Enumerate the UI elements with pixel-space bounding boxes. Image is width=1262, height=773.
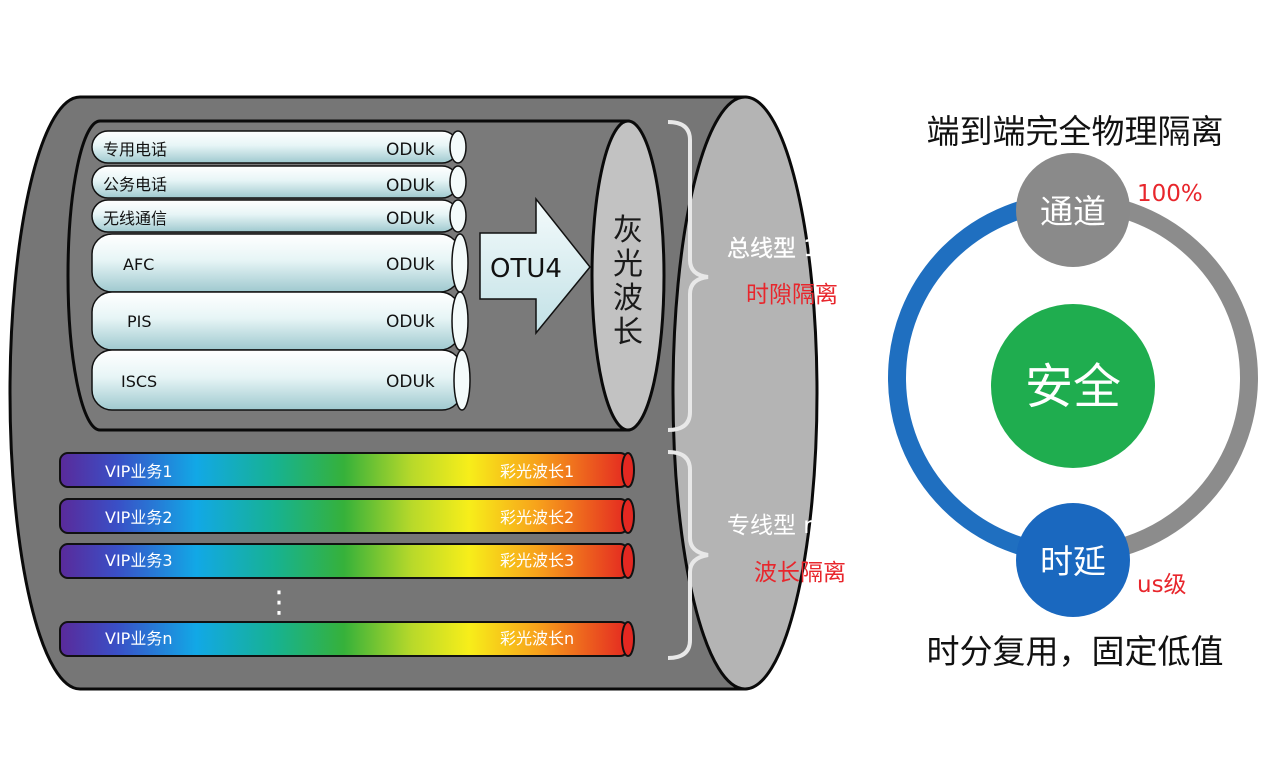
delay-label: 时延 [1040,542,1106,581]
gray-wave-char-2: 光 [613,247,643,282]
service-name: 专用电话 [103,140,167,159]
gray-wave-char-4: 长 [613,315,643,350]
security-title: 端到端完全物理隔离 [927,112,1224,151]
service-tag: ODUk [386,255,435,275]
delay-unit: us级 [1137,572,1187,598]
vip-ellipsis: ⋮ [264,585,294,620]
vip-tube: VIP业务3 彩光波长3 [59,543,635,579]
gray-wave-char-1: 灰 [613,213,643,248]
safety-label: 安全 [1025,359,1121,415]
service-tube: PIS ODUk [91,291,469,351]
vip-name: VIP业务n [105,629,172,648]
service-name: 公务电话 [103,175,167,194]
service-tag: ODUk [386,372,435,392]
vip-tube: VIP业务2 彩光波长2 [59,498,635,534]
otu4-arrow: OTU4 [479,196,591,336]
service-name: ISCS [121,372,157,391]
otu4-label: OTU4 [490,254,562,284]
gray-wave-end [590,119,666,432]
service-tag: ODUk [386,176,435,196]
vip-name: VIP业务2 [105,508,173,527]
outer-cable-end [671,95,819,691]
vip-name: VIP业务1 [105,462,173,481]
bus-isolation-label: 时隙隔离 [746,282,838,308]
service-tube: 无线通信 ODUk [91,199,467,233]
vip-wave: 彩光波长1 [500,462,574,481]
service-name: AFC [123,255,154,274]
line-brace [667,450,709,660]
line-isolation-label: 波长隔离 [754,560,846,586]
line-type-label: 专线型 n*10G [727,513,876,539]
service-name: 无线通信 [103,209,167,228]
service-name: PIS [127,312,152,331]
channel-node [1016,153,1130,267]
ring-blue-arc [888,193,1074,563]
bus-type-label: 总线型 100G [727,236,865,262]
service-tag: ODUk [386,140,435,160]
bus-brace [667,120,709,432]
vip-wave: 彩光波长2 [500,508,574,527]
vip-wave: 彩光波长n [500,629,574,648]
service-tube: 专用电话 ODUk [91,130,467,164]
channel-label: 通道 [1040,192,1106,231]
service-tube: 公务电话 ODUk [91,165,467,199]
gray-wave-char-3: 波 [613,281,643,316]
delay-node [1016,503,1130,617]
channel-percent: 100% [1137,181,1203,207]
service-tube: AFC ODUk [91,233,469,293]
service-tag: ODUk [386,209,435,229]
vip-name: VIP业务3 [105,551,173,570]
vip-tube: VIP业务1 彩光波长1 [59,452,635,488]
security-ring [888,193,1258,563]
ring-gray-arc [1072,193,1258,563]
safety-core [991,304,1155,468]
security-footer: 时分复用，固定低值 [927,632,1224,671]
vip-tube: VIP业务n 彩光波长n [59,621,635,657]
vip-wave: 彩光波长3 [500,551,574,570]
service-tube: ISCS ODUk [91,349,471,411]
service-tag: ODUk [386,312,435,332]
